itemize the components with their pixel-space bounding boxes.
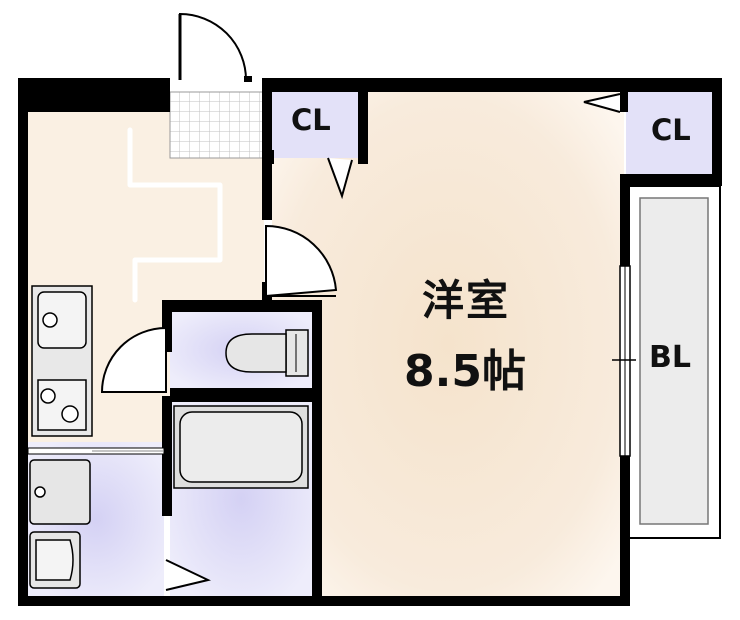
wall-toilet-bath [170,388,312,402]
washbasin [29,531,81,589]
closet-2-floor [626,92,718,174]
balcony-window [612,265,636,457]
wall-closet-2-left [620,92,628,112]
washing-machine [29,459,91,525]
hall-guide-line [127,127,223,303]
wall-wet-right [312,300,322,606]
wall-closet-1-right [358,92,368,164]
wall-closet-2-bottom [620,174,722,186]
closet-2-door [583,93,621,113]
main-room-size: 8.5帖 [404,346,526,397]
closet-1-door [327,157,353,200]
closet-1-floor [272,92,358,158]
balcony-label: BL [649,340,691,375]
wall-right-upper [712,78,722,186]
main-room-name: 洋室 [422,276,511,325]
kitchen-stove [31,285,93,437]
toilet [225,329,309,377]
closet-1-shelf [266,150,274,164]
wall-bottom [18,596,630,606]
bathtub [173,405,309,489]
wall-wet-top [162,300,320,312]
wall-top-right [262,78,720,92]
closet-1-label: CL [291,103,331,137]
wall-left [18,78,28,606]
washroom-door [100,326,167,393]
main-room-floor [272,92,624,596]
wall-top-left [18,78,170,112]
kitchen-partition [27,447,165,455]
wall-wet-left-lower [162,396,172,516]
balcony-inner [639,197,709,525]
closet-2-label: CL [651,113,691,147]
wall-wet-left [162,300,172,352]
entrance-door [178,12,252,82]
main-room-door [265,224,338,298]
wall-hall-right [262,78,272,220]
entrance-tiles [169,91,265,159]
bath-door [165,559,211,591]
